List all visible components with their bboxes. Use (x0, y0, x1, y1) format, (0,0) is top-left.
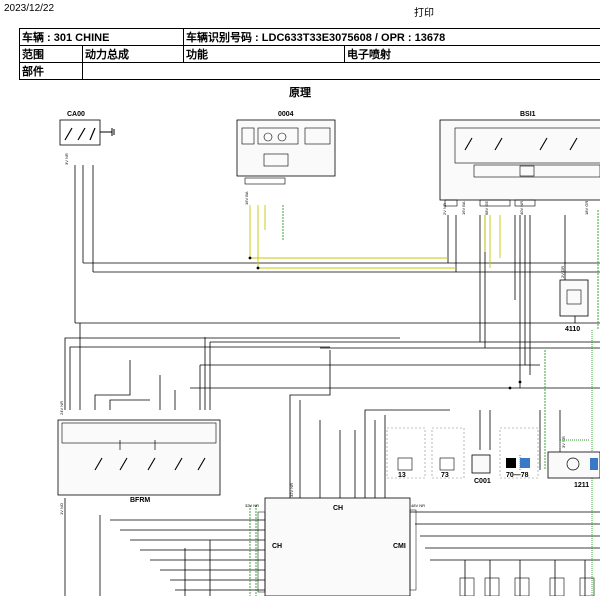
c73-zone (431, 427, 465, 479)
svg-text:16V BA: 16V BA (244, 191, 249, 205)
c0004-label: 0004 (278, 111, 294, 118)
svg-text:16V BA: 16V BA (461, 201, 466, 215)
c13-zone (386, 427, 426, 479)
svg-text:3V NR: 3V NR (64, 153, 69, 165)
svg-text:32V NR: 32V NR (289, 483, 294, 497)
svg-text:1V NO: 1V NO (59, 503, 64, 515)
svg-text:24V NR: 24V NR (59, 401, 64, 415)
c13-label: 13 (398, 472, 406, 479)
svg-text:3V NR: 3V NR (561, 436, 566, 448)
svg-text:48V NR: 48V NR (411, 503, 425, 508)
c7078-label: 70—78 (506, 472, 529, 479)
bsi1-label: BSI1 (520, 111, 536, 118)
svg-text:40V NR: 40V NR (519, 201, 524, 215)
c73-icon (439, 457, 455, 471)
svg-text:32V NR: 32V NR (245, 503, 259, 508)
c0004-gauge-icon (257, 127, 299, 145)
section-title: 原理 (289, 87, 311, 99)
c7078-zone (499, 427, 539, 479)
c0004-box (236, 119, 336, 177)
c001-box (471, 454, 491, 474)
c4110-box (559, 279, 589, 317)
c70-icon (506, 458, 516, 468)
print-date: 2023/12/22 (4, 3, 55, 14)
scope-value: 动力总成 (82, 45, 184, 63)
svg-text:2V GR: 2V GR (560, 266, 565, 278)
part-label: 部件 (19, 62, 83, 80)
part-value (82, 62, 600, 80)
vin-cell: 车辆识别号码 : LDC633T33E3075608 / OPR : 13678 (183, 28, 600, 46)
c001-label: C001 (474, 478, 491, 485)
bfrm-label: BFRM (130, 497, 150, 504)
print-label[interactable]: 打印 (414, 8, 434, 19)
c1211-pump-icon (566, 457, 580, 471)
c4110-label: 4110 (565, 326, 580, 333)
c0004-display-icon (304, 127, 331, 145)
c0004-icon-a (241, 127, 255, 145)
vehicle-info-table: 车辆 : 301 CHINE 车辆识别号码 : LDC633T33E307560… (19, 28, 600, 80)
c73-label: 73 (441, 472, 449, 479)
bfrm-box (57, 419, 221, 496)
svg-text:18V GR: 18V GR (584, 201, 589, 215)
c4110-sensor-icon (566, 289, 582, 305)
c13-icon (397, 457, 413, 471)
ca00-label: CA00 (67, 111, 85, 118)
bsi1-box (439, 119, 600, 201)
svg-text:2V NR: 2V NR (442, 203, 447, 215)
svg-text:68V GE: 68V GE (484, 201, 489, 215)
c1211-fluid-icon (590, 458, 598, 470)
vehicle-cell: 车辆 : 301 CHINE (19, 28, 184, 46)
ecu-box (264, 497, 411, 596)
ecu-cmi: CMI (393, 543, 406, 550)
ca00-box (59, 119, 101, 146)
ecu-ch-top: CH (333, 505, 343, 512)
ecu-ch-left: CH (272, 543, 282, 550)
c78-icon (520, 458, 530, 468)
c0004-connector-icon (263, 153, 289, 167)
c1211-label: 1211 (574, 482, 589, 489)
bsi1-chip-icon (519, 165, 535, 177)
